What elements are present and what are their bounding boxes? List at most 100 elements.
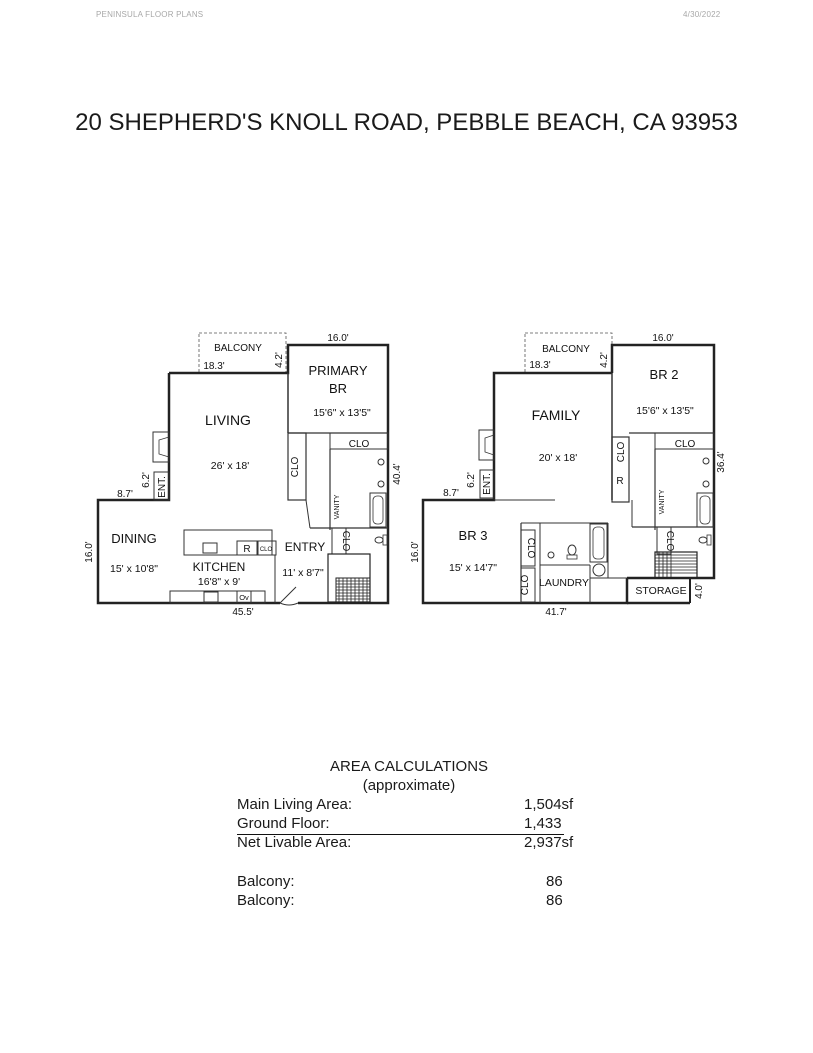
bathtub-icon [589,523,608,563]
water-heater-icon [592,563,606,577]
pantry-closet [257,540,277,556]
plan-date: 4/30/2022 [683,10,721,19]
br3-size: 15' x 14'7" [449,562,497,574]
dim-ent-depth: 6.2' [466,472,477,488]
closet-label: CLO [290,456,301,477]
area-row-label: Ground Floor: [237,815,330,832]
main-floor-plan: BALCONY 16.0' 18.3' 4.2' PRIMARY BR 15'6… [84,332,403,618]
vanity-label: VANITY [334,494,341,519]
area-row-label: Balcony: [237,873,295,890]
dim-balcony-depth: 4.2' [599,352,610,368]
bathtub-basin-icon [699,495,711,525]
entry-closet-label: ENT. [157,476,168,498]
sink-icon [702,457,710,465]
sink-icon [377,480,385,488]
closet-wall [520,567,536,603]
family-size: 20' x 18' [539,452,577,464]
closet-label: CLO [349,439,370,450]
sink-icon [377,458,385,466]
cooktop-icon [202,542,218,554]
primary-br-label: BR [329,381,347,396]
toilet-icon [567,544,577,556]
closet-label: CLO [520,574,531,595]
laundry-label: LAUNDRY [539,577,589,589]
family-label: FAMILY [532,407,581,423]
br3-label: BR 3 [459,528,488,543]
area-row-value: 2,937sf [524,834,574,851]
closet-wall [520,529,536,567]
area-row-label: Net Livable Area: [237,834,352,851]
entry-label: ENTRY [285,540,325,554]
stairs-icon [654,551,698,579]
br2-label: BR 2 [650,367,679,382]
area-subheading: (approximate) [362,777,456,794]
dim-ent-width: 8.7' [117,489,133,500]
kitchen-label: KITCHEN [193,560,246,574]
ground-floor-plan: BALCONY 16.0' 18.3' 4.2' BR 2 15'6" x 13… [410,332,727,618]
primary-br-size: 15'6" x 13'5" [313,407,371,419]
closet-label: CLO [616,441,627,462]
entry-closet-wall [153,471,170,501]
toilet-tank-icon [382,534,388,546]
dim-top: 16.0' [327,333,348,344]
balcony-label: BALCONY [542,344,590,355]
toilet-icon [374,536,384,544]
bathtub-basin-icon [592,526,605,560]
property-address-title: 20 SHEPHERD'S KNOLL ROAD, PEBBLE BEACH, … [75,109,738,136]
bathtub-icon [696,492,714,528]
dim-right: 40.4' [392,463,403,484]
kitchen-island [183,529,273,556]
fireplace-icon [152,431,170,463]
closet-wall [611,436,630,503]
fireplace-icon [478,429,495,461]
area-row: Balcony: 86 [237,892,577,911]
sink-icon [702,480,710,488]
dining-label: DINING [111,531,157,546]
pantry-closet-label: CLO [260,547,273,553]
living-label: LIVING [205,412,251,428]
dining-size: 15' x 10'8" [110,563,158,575]
sink-icon [547,551,555,559]
company-name: PENINSULA FLOOR PLANS [96,10,204,19]
dim-balcony-depth: 4.2' [274,352,285,368]
dim-right: 36.4' [716,451,727,472]
area-row-value: 1,433 [524,815,562,832]
vanity-label: VANITY [659,489,666,514]
bathtub-icon [369,492,387,528]
dim-balcony-width: 18.3' [203,361,224,372]
closet-wall [654,432,715,450]
entry-closet-label: ENT. [482,473,493,495]
balcony-label: BALCONY [214,343,262,354]
dim-bottom: 45.5' [232,607,253,618]
area-row-label: Balcony: [237,892,295,909]
entry-door-icon [279,586,299,606]
closet-label: CLO [340,531,351,552]
closet-wall [656,526,672,555]
exterior-wall [610,343,716,580]
dim-left: 16.0' [84,541,95,562]
area-row: Ground Floor: 1,433 [237,815,564,835]
exterior-wall [169,343,390,605]
primary-br-label: PRIMARY [309,363,368,378]
entry-size: 11' x 8'7" [282,567,324,579]
entry-closet-wall [479,469,495,499]
area-row: Net Livable Area: 2,937sf [237,834,577,853]
area-row: Balcony: 86 [237,873,577,892]
toilet-tank-icon [706,534,712,546]
interior-wall [305,499,311,529]
oven-icon [236,590,252,604]
refrigerator-icon [236,540,258,556]
dim-storage: 4.0' [694,583,705,599]
closet-wall [287,432,307,501]
dim-ent-width: 8.7' [443,488,459,499]
toilet-tank-icon [566,554,578,560]
stairs-icon [327,553,371,603]
area-row-label: Main Living Area: [237,796,353,813]
dim-ent-depth: 6.2' [141,472,152,488]
closet-wall [329,432,389,450]
refrigerator-label: R [243,544,250,555]
refrigerator-label: R [616,476,623,487]
dim-bottom: 41.7' [545,607,566,618]
closet-label: CLO [525,538,536,559]
